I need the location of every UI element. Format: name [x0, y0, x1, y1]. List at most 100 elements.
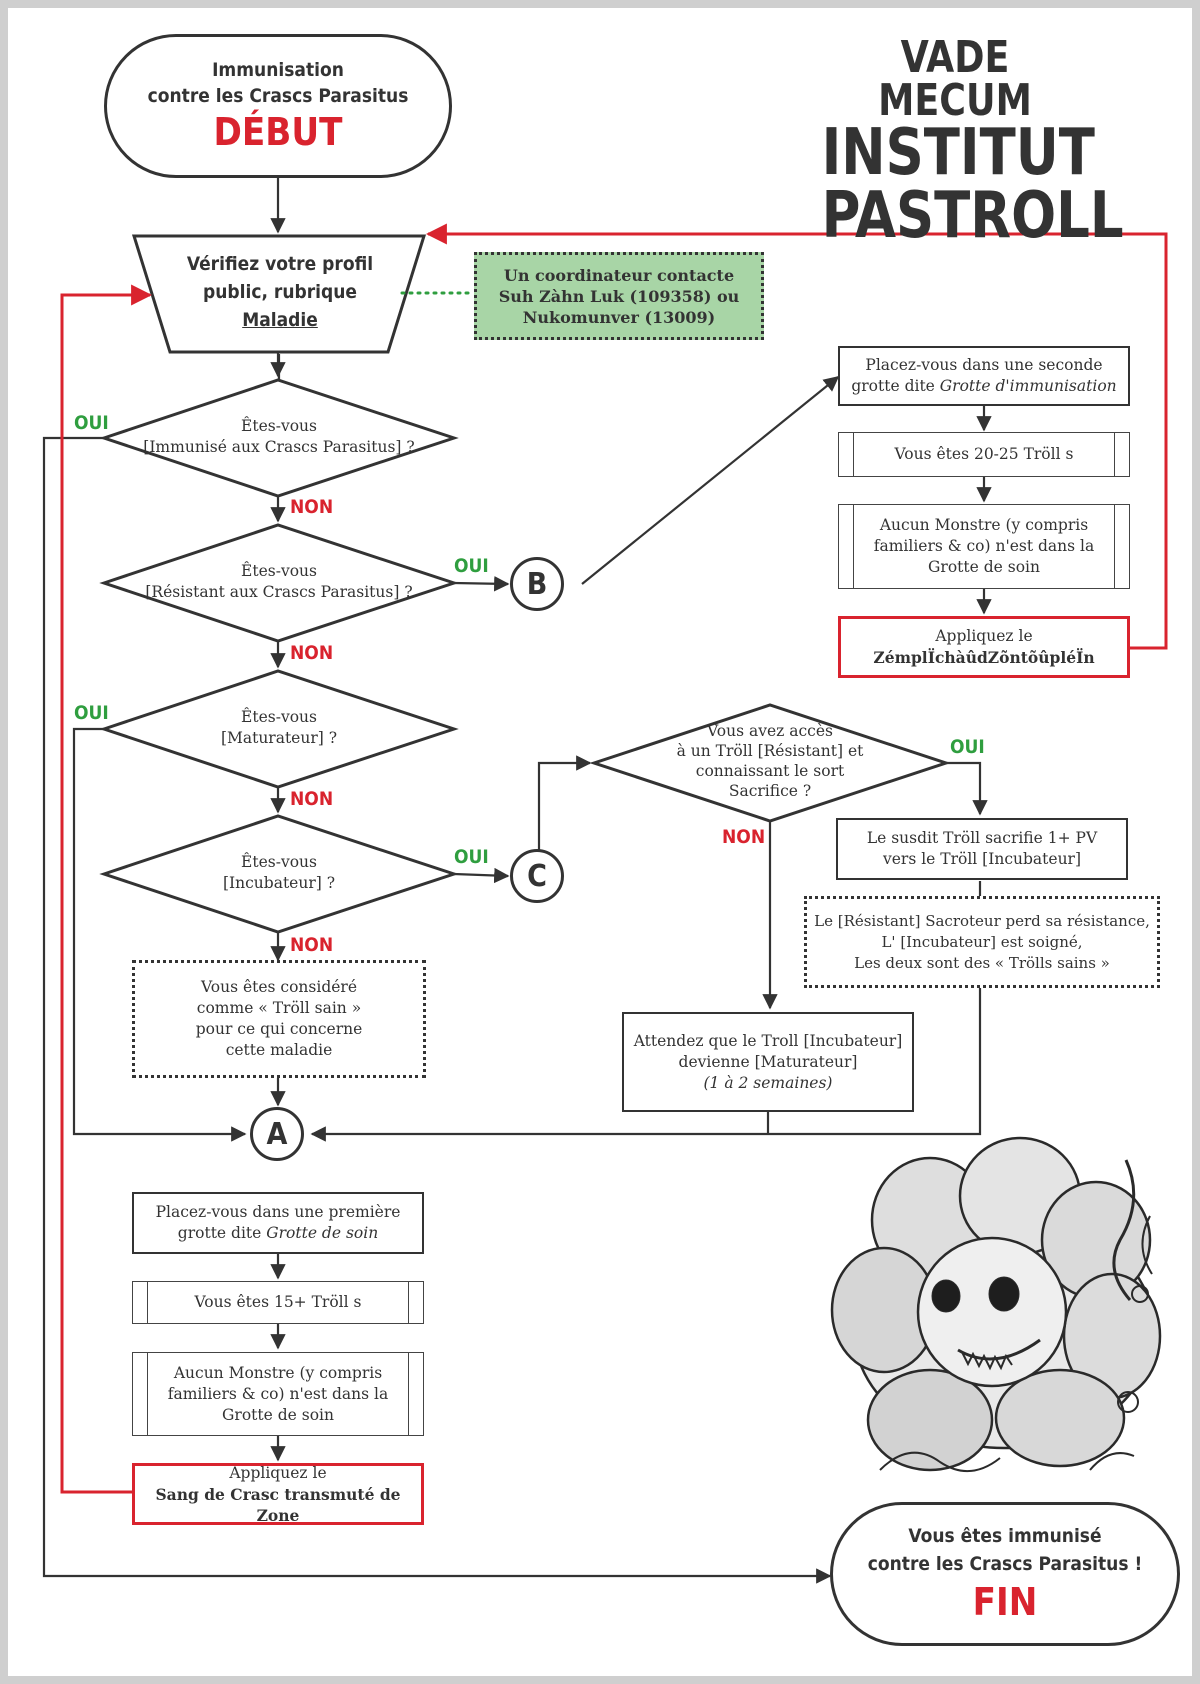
- end-line-2: contre les Crascs Parasitus !: [867, 1553, 1143, 1575]
- q-access-line-1: Vous avez accès: [707, 722, 833, 740]
- b-step-apply: Appliquez le ZémplÏchàûdZõntõûpléÏn: [838, 616, 1130, 678]
- oui-label-maturateur: OUI: [74, 702, 109, 724]
- a-step1-line-1: Placez-vous dans une première: [155, 1203, 401, 1221]
- title-line-2: INSTITUT: [821, 116, 1095, 191]
- a-step3-line-2: familiers & co) n'est dans la: [167, 1384, 389, 1403]
- q-resistant-line-2: [Résistant aux Crascs Parasitus] ?: [145, 583, 413, 601]
- a-step-healing-cave: Placez-vous dans une première grotte dit…: [132, 1192, 424, 1254]
- q-maturateur-text: Êtes-vous [Maturateur] ?: [124, 707, 434, 749]
- start-line-1: Immunisation: [212, 59, 344, 81]
- check-profile-line-3: Maladie: [242, 309, 318, 331]
- coordinator-line-1: Un coordinateur contacte: [503, 265, 735, 285]
- oui-label-incubateur: OUI: [454, 846, 489, 868]
- coordinator-note: Un coordinateur contacte Suh Zàhn Luk (1…: [474, 252, 764, 340]
- page-title: VADE MECUM INSTITUT PASTROLL: [821, 32, 1124, 253]
- b-step1-italic: Grotte d'immunisation: [939, 377, 1117, 395]
- oui-label-resistant: OUI: [454, 555, 489, 577]
- q-maturateur-line-1: Êtes-vous: [241, 708, 317, 726]
- a-step1-line-2-text: grotte dite: [177, 1224, 262, 1242]
- q-maturateur-line-2: [Maturateur] ?: [220, 729, 338, 747]
- b-step-no-monster: Aucun Monstre (y compris familiers & co)…: [838, 504, 1130, 589]
- sacrifice-line-2: vers le Tröll [Incubateur]: [882, 850, 1082, 868]
- wait-line-1: Attendez que le Troll [Incubateur]: [633, 1031, 903, 1050]
- b-step4-line-1: Appliquez le: [935, 627, 1033, 645]
- check-profile-line-2: public, rubrique: [202, 281, 358, 303]
- b-step1-line-2: grotte dite Grotte d'immunisation: [851, 376, 1116, 397]
- a-step-apply: Appliquez le Sang de Crasc transmuté de …: [132, 1463, 424, 1525]
- end-label: FIN: [972, 1580, 1038, 1624]
- title-line-3: PASTROLL: [821, 178, 1124, 253]
- wait-step: Attendez que le Troll [Incubateur] devie…: [622, 1012, 914, 1112]
- oui-label-immune: OUI: [74, 412, 109, 434]
- non-label-immune: NON: [290, 496, 334, 518]
- a-step-troll-count: Vous êtes 15+ Tröll s: [132, 1281, 424, 1324]
- healthy-line-4: cette maladie: [225, 1041, 333, 1059]
- healthy-line-3: pour ce qui concerne: [195, 1020, 363, 1038]
- a-step-no-monster: Aucun Monstre (y compris familiers & co)…: [132, 1352, 424, 1436]
- check-profile-shape: [131, 234, 427, 354]
- a-step3-line-3: Grotte de soin: [222, 1405, 334, 1424]
- q-access-line-4: Sacrifice ?: [728, 782, 812, 800]
- b-step1-line-2-text: grotte dite: [851, 377, 935, 395]
- a-step1-line-2: grotte dite Grotte de soin: [178, 1223, 378, 1244]
- non-label-maturateur: NON: [290, 788, 334, 810]
- end-terminal: Vous êtes immunisé contre les Crascs Par…: [830, 1502, 1180, 1646]
- sacrifice-result-line-1: Le [Résistant] Sacroteur perd sa résista…: [814, 911, 1150, 930]
- q-incubateur-line-2: [Incubateur] ?: [222, 874, 336, 892]
- coordinator-line-2: Suh Zàhn Luk (109358) ou: [498, 286, 740, 306]
- healthy-line-1: Vous êtes considéré: [200, 978, 357, 996]
- b-step3-line-3: Grotte de soin: [928, 558, 1040, 576]
- q-incubateur-text: Êtes-vous [Incubateur] ?: [124, 852, 434, 894]
- q-immune-line-1: Êtes-vous: [241, 417, 317, 435]
- q-resistant-text: Êtes-vous [Résistant aux Crascs Parasitu…: [124, 561, 434, 603]
- title-line-1: VADE MECUM: [878, 32, 1032, 127]
- a-step4-line-1: Appliquez le: [229, 1463, 327, 1482]
- a-step3-line-1: Aucun Monstre (y compris: [173, 1363, 383, 1382]
- sacrifice-result-line-3: Les deux sont des « Trölls sains »: [854, 953, 1110, 972]
- non-label-incubateur: NON: [290, 934, 334, 956]
- b-step3-line-2: familiers & co) n'est dans la: [873, 537, 1095, 555]
- non-label-resistant: NON: [290, 642, 334, 664]
- q-immune-text: Êtes-vous [Immunisé aux Crascs Parasitus…: [124, 416, 434, 458]
- flower-monster-illustration: [830, 1136, 1162, 1473]
- wait-line-3: (1 à 2 semaines): [703, 1073, 833, 1092]
- sacrifice-step: Le susdit Tröll sacrifie 1+ PV vers le T…: [836, 818, 1128, 880]
- q-access-text: Vous avez accès à un Tröll [Résistant] e…: [640, 721, 900, 801]
- a-step4-line-2: Sang de Crasc transmuté de Zone: [155, 1484, 401, 1525]
- diamond-maturateur-shape: [99, 669, 459, 789]
- b-step-troll-count: Vous êtes 20-25 Tröll s: [838, 432, 1130, 477]
- connector-b: B: [510, 557, 564, 611]
- q-immune-line-2: [Immunisé aux Crascs Parasitus] ?: [143, 438, 415, 456]
- b-step3-line-1: Aucun Monstre (y compris: [879, 516, 1089, 534]
- b-step-immunisation-cave: Placez-vous dans une seconde grotte dite…: [838, 346, 1130, 406]
- q-access-line-3: connaissant le sort: [695, 762, 845, 780]
- sacrifice-result-note: Le [Résistant] Sacroteur perd sa résista…: [804, 896, 1160, 988]
- b-step1-line-1: Placez-vous dans une seconde: [865, 356, 1103, 374]
- b-step2-text: Vous êtes 20-25 Tröll s: [894, 445, 1074, 463]
- q-access-line-2: à un Tröll [Résistant] et: [676, 742, 864, 760]
- start-label: DÉBUT: [213, 110, 343, 154]
- check-profile-line-1: Vérifiez votre profil: [186, 253, 374, 275]
- a-step2-text: Vous êtes 15+ Tröll s: [194, 1293, 362, 1311]
- connector-a: A: [250, 1107, 304, 1161]
- wait-line-2: devienne [Maturateur]: [678, 1052, 858, 1071]
- oui-label-access: OUI: [950, 736, 985, 758]
- healthy-line-2: comme « Tröll sain »: [196, 999, 362, 1017]
- coordinator-line-3: Nukomunver (13009): [522, 307, 716, 327]
- non-label-access: NON: [722, 826, 766, 848]
- check-profile-text: Vérifiez votre profil public, rubrique M…: [150, 250, 410, 334]
- q-resistant-line-1: Êtes-vous: [241, 562, 317, 580]
- a-step1-italic: Grotte de soin: [266, 1224, 379, 1242]
- q-incubateur-line-1: Êtes-vous: [241, 853, 317, 871]
- sacrifice-line-1: Le susdit Tröll sacrifie 1+ PV: [866, 829, 1098, 847]
- end-line-1: Vous êtes immunisé: [908, 1525, 1102, 1547]
- b-step4-line-2: ZémplÏchàûdZõntõûpléÏn: [873, 648, 1095, 667]
- healthy-note: Vous êtes considéré comme « Tröll sain »…: [132, 960, 426, 1078]
- diamond-immune-shape: [99, 378, 459, 498]
- start-terminal: Immunisation contre les Crascs Parasitus…: [104, 34, 452, 178]
- start-line-2: contre les Crascs Parasitus: [147, 85, 409, 107]
- connector-c: C: [510, 849, 564, 903]
- sacrifice-result-line-2: L' [Incubateur] est soigné,: [881, 932, 1083, 951]
